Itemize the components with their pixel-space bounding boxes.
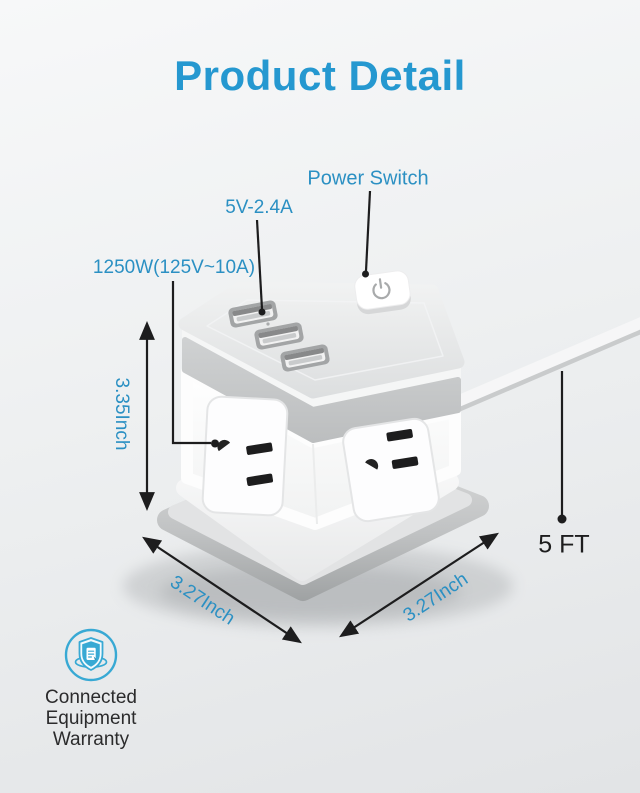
usb-port — [280, 344, 330, 372]
usb-ports — [228, 300, 330, 372]
outlet-ground-hole — [217, 439, 231, 452]
outlet-slot — [391, 456, 419, 469]
usb-output-label: 5V-2.4A — [225, 197, 293, 218]
warranty-badge: Connected Equipment Warranty — [21, 627, 161, 750]
page-title: Product Detail — [174, 52, 466, 99]
front-corner-edge — [312, 443, 318, 525]
power-icon — [372, 278, 391, 300]
height-dimension-label: 3.35Inch — [111, 377, 132, 451]
outlet-slot — [246, 442, 273, 455]
cord-length-label: 5 FT — [538, 530, 590, 559]
base-left-dimension-arrow — [142, 536, 302, 644]
power-cord — [425, 317, 640, 423]
base-right-dimension-arrow — [339, 532, 499, 638]
usb-port — [254, 322, 304, 350]
warranty-text-line: Equipment — [45, 708, 137, 729]
shield-certificate-icon — [64, 628, 118, 682]
outlet-ground-hole — [365, 459, 379, 470]
reset-pinhole — [266, 322, 270, 326]
outlet-left — [201, 395, 289, 517]
cord-callout-line — [557, 371, 567, 524]
usb-callout-line — [255, 219, 266, 316]
rating-callout-line — [171, 281, 219, 448]
outlet-rating-label: 1250W(125V~10A) — [92, 257, 256, 278]
warranty-text-line: Warranty — [52, 729, 130, 750]
power-switch-callout-line — [362, 190, 372, 278]
gray-band — [182, 337, 461, 443]
power-button — [354, 270, 411, 315]
outlet-slot — [246, 473, 274, 486]
power-switch-label: Power Switch — [307, 167, 429, 190]
warranty-text-line: Connected — [45, 687, 137, 708]
outlet-right — [342, 417, 440, 523]
outlet-slot — [386, 429, 413, 442]
